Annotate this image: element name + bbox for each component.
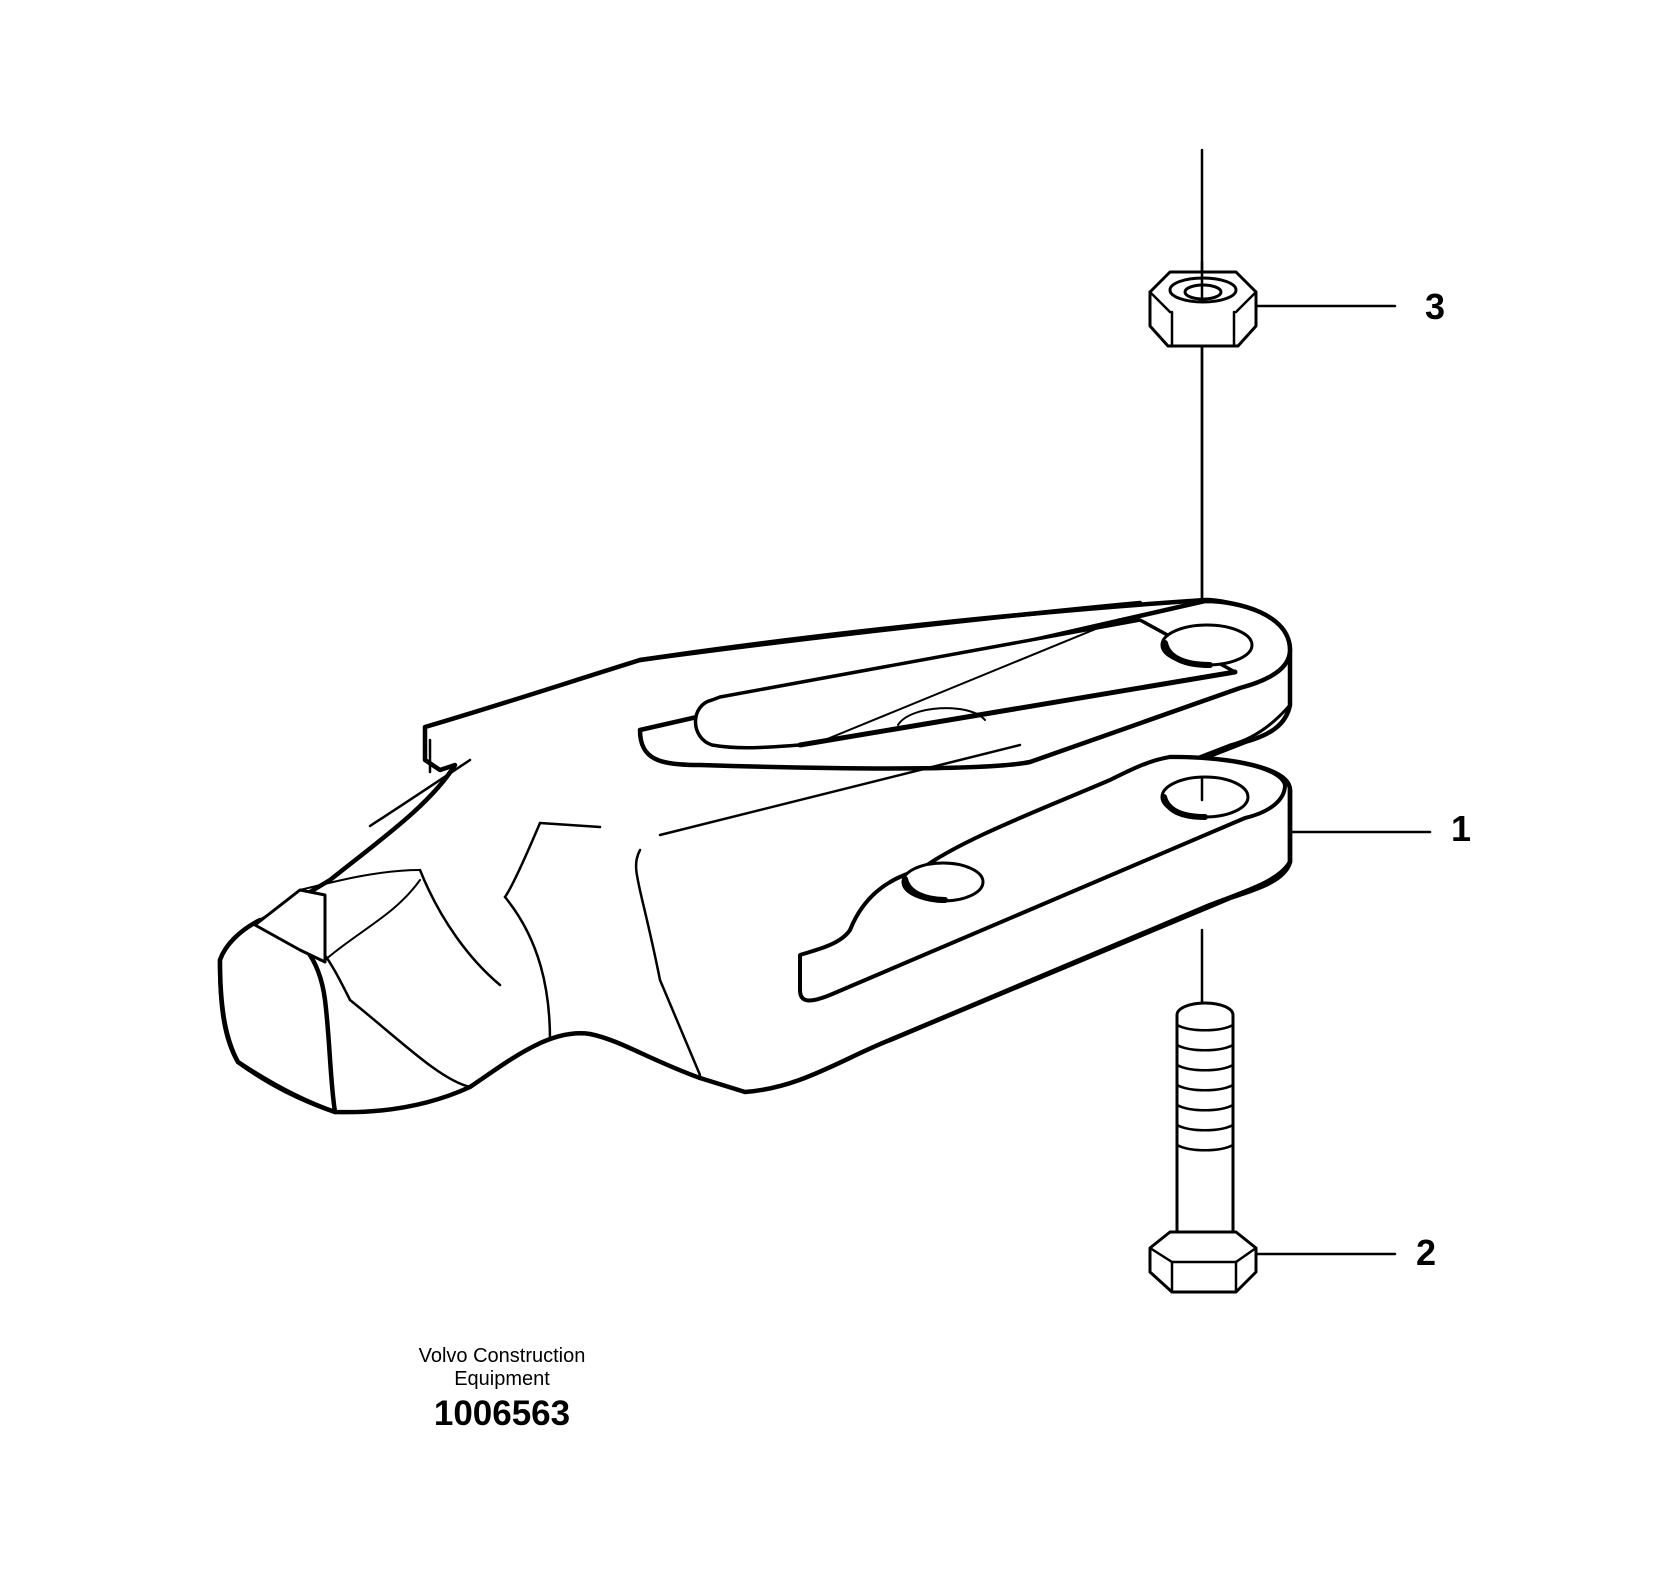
hex-nut-part (1148, 260, 1258, 348)
callout-label-3: 3 (1425, 286, 1446, 327)
callout-label-1: 1 (1451, 808, 1472, 849)
caption-drawing-number: 1006563 (433, 1394, 571, 1433)
tooth-adapter-part (217, 597, 1293, 1115)
caption-company-line1: Volvo Construction (418, 1345, 586, 1367)
caption-company-line2: Equipment (454, 1368, 550, 1390)
callout-label-2: 2 (1416, 1232, 1437, 1273)
bolt-part (1148, 1001, 1258, 1294)
